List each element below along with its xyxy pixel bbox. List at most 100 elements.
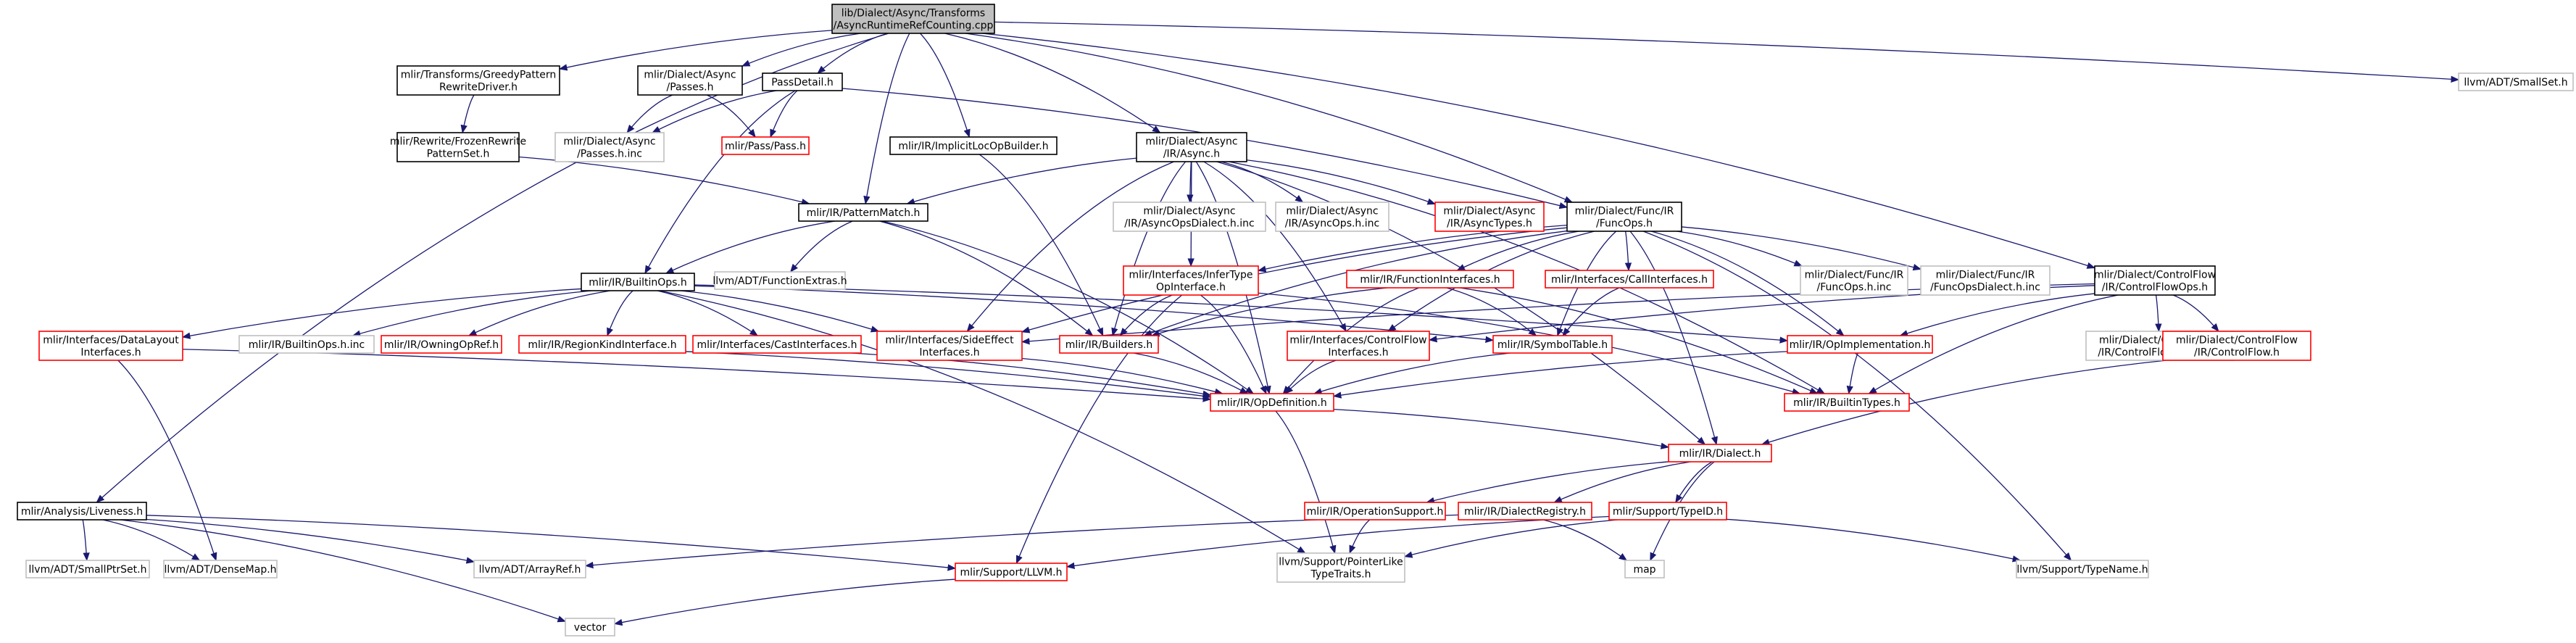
node-pass-label-line-1: mlir/Pass/Pass.h [725,141,806,152]
node-asyncopsinc: mlir/Dialect/Async/IR/AsyncOps.h.inc [1275,202,1389,232]
node-opsupport-label-line-1: mlir/IR/OperationSupport.h [1307,506,1444,518]
edge-patternmatch-to-builders [879,220,1094,336]
node-infertype-label-line-1: mlir/Interfaces/InferType [1129,270,1252,281]
node-pointerlike-label-line-1: llvm/Support/PointerLike [1279,557,1403,568]
node-funcops[interactable]: mlir/Dialect/Func/IR/FuncOps.h [1566,202,1682,232]
node-pass[interactable]: mlir/Pass/Pass.h [721,136,810,155]
edge-infertype-to-builders [1119,294,1173,336]
node-builtintypes[interactable]: mlir/IR/BuiltinTypes.h [1784,393,1910,412]
edge-cfops-to-builtintypes [1868,294,2119,394]
node-implicitloc-label-line-1: mlir/IR/ImplicitLocOpBuilder.h [898,141,1048,152]
edge-passdetail-to-builtinops [644,90,796,275]
node-dialect[interactable]: mlir/IR/Dialect.h [1668,444,1772,462]
node-asyncpasses[interactable]: mlir/Dialect/Async/Passes.h [637,65,743,96]
edge-builtinops-to-symboltable [694,285,1495,343]
node-greedy[interactable]: mlir/Transforms/GreedyPatternRewriteDriv… [396,65,560,96]
edge-root-to-funcops [965,33,1574,203]
node-funcops-label-line-2: /FuncOps.h [1596,218,1653,230]
node-cfinterfaces-label-line-2: Interfaces.h [1328,347,1388,359]
edge-funcops-to-opimpl [1650,231,1845,336]
node-typeid[interactable]: mlir/Support/TypeID.h [1608,502,1727,520]
node-supportllvm[interactable]: mlir/Support/LLVM.h [955,563,1068,581]
edge-patternmatch-to-functionextras [789,220,853,273]
node-typeid-label-line-1: mlir/Support/TypeID.h [1613,506,1723,518]
node-cfops[interactable]: mlir/Dialect/ControlFlow/IR/ControlFlowO… [2094,265,2216,296]
node-functioninterfaces[interactable]: mlir/IR/FunctionInterfaces.h [1346,270,1514,289]
node-symboltable[interactable]: mlir/IR/SymbolTable.h [1492,335,1613,354]
edge-opsupport-to-pointerlike [1349,519,1371,555]
edge-infertype-to-opdef [1200,294,1267,395]
node-patternmatch[interactable]: mlir/IR/PatternMatch.h [798,203,928,222]
node-builtinops[interactable]: mlir/IR/BuiltinOps.h [581,273,695,291]
node-funcops-box [1566,202,1682,232]
node-map: map [1624,560,1665,578]
node-asyncir[interactable]: mlir/Dialect/Async/IR/Async.h [1136,132,1247,162]
node-passdetail-box [762,72,843,91]
node-funcdialectinc-label-line-2: /FuncOpsDialect.h.inc [1930,282,2040,294]
node-builtinops-label-line-1: mlir/IR/BuiltinOps.h [589,277,687,289]
node-passdetail-label-line-1: PassDetail.h [771,77,834,88]
node-dialectregistry[interactable]: mlir/IR/DialectRegistry.h [1458,502,1592,520]
edge-functioninterfaces-to-builtintypes [1459,287,1819,394]
edge-typeid-to-pointerlike [1403,519,1618,558]
node-map-box [1624,560,1665,578]
node-densemap-box [163,560,278,578]
node-opdef[interactable]: mlir/IR/OpDefinition.h [1210,393,1334,412]
node-smallset: llvm/ADT/SmallSet.h [2458,72,2574,91]
node-symboltable-box [1492,335,1613,354]
node-builders[interactable]: mlir/IR/Builders.h [1059,335,1159,354]
node-dialect-label-line-1: mlir/IR/Dialect.h [1679,448,1761,460]
node-asyncopsinc-label-line-2: /IR/AsyncOps.h.inc [1285,218,1379,230]
edge-asyncir-to-cfinterfaces [1203,161,1347,333]
node-datalayout-box [38,331,183,361]
node-vector-box [565,618,615,636]
edge-asyncir-to-builtintypes [1229,161,1826,394]
node-owningopref[interactable]: mlir/IR/OwningOpRef.h [381,335,502,354]
node-root[interactable]: lib/Dialect/Async/Transforms/AsyncRuntim… [831,4,995,34]
edge-sideeffect-to-opdef [1021,357,1223,395]
node-builtinopsinc: mlir/IR/BuiltinOps.h.inc [238,335,375,354]
node-dialectregistry-box [1458,502,1592,520]
node-passdetail[interactable]: PassDetail.h [762,72,843,91]
node-datalayout-label-line-1: mlir/Interfaces/DataLayout [43,335,179,347]
node-asynctypes-label-line-1: mlir/Dialect/Async [1443,206,1535,217]
node-opdef-box [1210,393,1334,412]
node-sideeffect-label-line-1: mlir/Interfaces/SideEffect [885,335,1014,347]
node-asyncopsinc-box [1275,202,1389,232]
edge-typeid-to-typename [1726,518,2022,563]
node-asyncdialectinc-box [1113,202,1266,232]
node-opsupport[interactable]: mlir/IR/OperationSupport.h [1304,502,1446,520]
edge-funcops-to-functioninterfaces [1456,231,1579,271]
node-implicitloc[interactable]: mlir/IR/ImplicitLocOpBuilder.h [889,136,1058,155]
node-liveness[interactable]: mlir/Analysis/Liveness.h [17,502,147,520]
node-callinterfaces[interactable]: mlir/Interfaces/CallInterfaces.h [1545,270,1714,289]
node-pass-box [721,136,810,155]
edge-infertype-to-supportllvm [1015,294,1183,565]
edge-cfops-to-cfopsinc [2155,294,2162,333]
node-castinterfaces-label-line-1: mlir/Interfaces/CastInterfaces.h [697,339,857,351]
node-cfh[interactable]: mlir/Dialect/ControlFlow/IR/ControlFlow.… [2162,331,2311,361]
node-castinterfaces[interactable]: mlir/Interfaces/CastInterfaces.h [692,335,862,354]
node-callinterfaces-box [1545,270,1714,289]
edge-root-to-greedy [558,30,833,71]
edge-opimpl-to-builtintypes [1846,352,1858,395]
node-supportllvm-box [955,563,1068,581]
node-frozen-box [396,132,520,162]
edge-builders-to-opdef [1133,352,1249,394]
node-builtinopsinc-box [238,335,375,354]
node-opimpl[interactable]: mlir/IR/OpImplementation.h [1787,335,1933,354]
node-regionkind[interactable]: mlir/IR/RegionKindInterface.h [518,335,686,354]
node-asyncpasses-label-line-2: /Passes.h [667,82,714,94]
node-opimpl-box [1787,335,1933,354]
node-funcops-label-line-1: mlir/Dialect/Func/IR [1575,206,1674,217]
node-asynctypes[interactable]: mlir/Dialect/Async/IR/AsyncTypes.h [1434,202,1545,232]
node-asyncpasses-label-line-1: mlir/Dialect/Async [644,70,736,81]
node-sideeffect-label-line-2: Interfaces.h [919,347,979,359]
edge-asyncir-to-patternmatch [906,157,1137,205]
